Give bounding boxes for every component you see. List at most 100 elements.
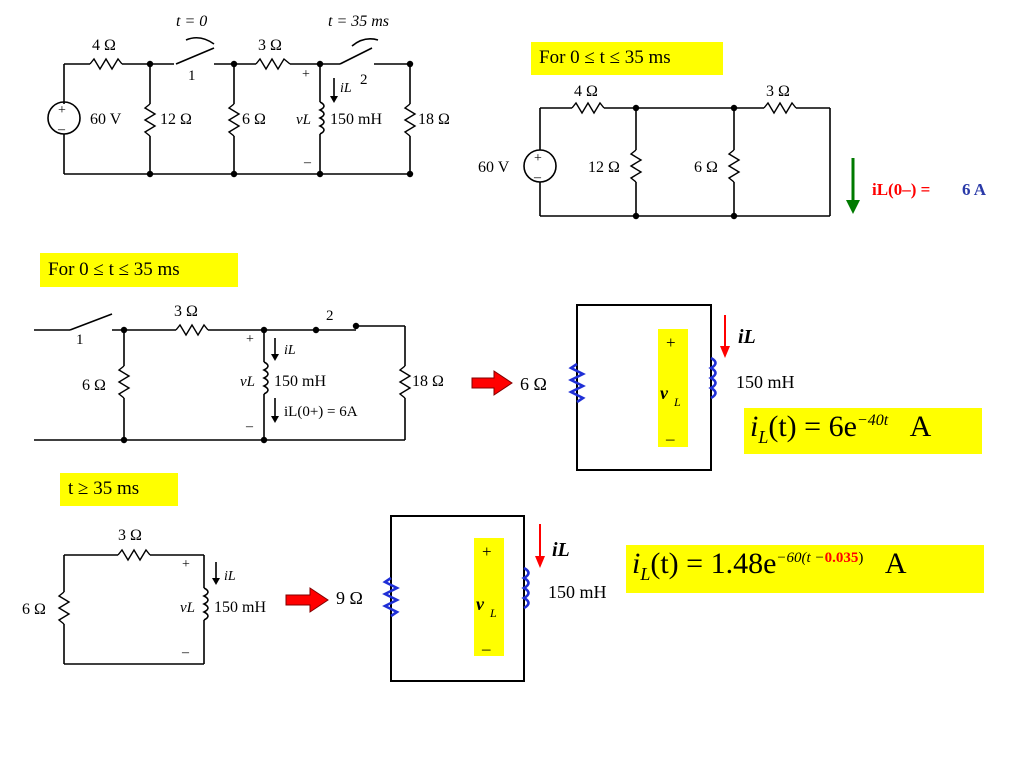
red-arrow-2 [285,587,329,613]
resistor-3-ohm-mid [175,323,209,337]
label-150mh: 150 mH [330,111,382,128]
resistor-3-ohm-dc [763,101,797,115]
resistor-6-ohm [227,103,241,137]
vl-sub-2: L [489,606,497,620]
inductor-minus-late: – [181,645,190,660]
label-18-ohm-mid: 18 Ω [412,373,444,390]
label-il-equiv-2: iL [552,539,570,561]
il-initial-label: iL(0–) = [872,180,930,199]
label-il-late: iL [224,569,236,584]
vl-v-1: v [660,383,669,403]
label-6-ohm-equiv: 6 Ω [520,374,547,394]
switch-2 [339,47,373,65]
resistor-3-ohm [255,57,291,71]
label-12-ohm-dc: 12 Ω [588,159,620,176]
label-vl: vL [296,112,311,128]
eq2-exp-post: ) [858,550,864,566]
label-switch-1-time: t = 0 [176,13,207,30]
source-plus-dc: + [534,151,542,166]
label-il-equiv-1: iL [738,326,756,348]
resistor-3-ohm-late [117,548,151,562]
label-3-ohm: 3 Ω [258,37,282,54]
red-arrow-1 [471,370,513,396]
vl-v-2: v [476,594,485,614]
equivalent-circuit-2: 9 Ω 150 mH iL + v L – [336,515,607,682]
label-il-mid: iL [284,343,296,358]
label-switch-2-time: t = 35 ms [328,13,389,30]
equation-1: iL(t) = 6e−40t A [744,408,982,454]
circuit-late: 3 Ω 6 Ω vL 150 mH iL + – [22,527,266,665]
label-60v-dc: 60 V [478,159,510,176]
eq1-i: i [750,410,759,443]
resistor-6-ohm-dc [727,149,741,183]
circuit-dc: 4 Ω 3 Ω 60 V + – 12 Ω 6 Ω iL(0–) = 6 A [478,83,987,220]
vl-highlight-1 [658,329,688,447]
green-arrow-head [846,200,860,214]
label-3-ohm-late: 3 Ω [118,527,142,544]
inductor-plus-late: + [182,557,190,572]
inductor-plus: + [302,67,310,82]
switch-1-mid [69,313,113,331]
label-9-ohm-equiv: 9 Ω [336,588,363,608]
label-range-2: For 0 ≤ t ≤ 35 ms [40,253,238,287]
inductor-150mh [318,101,325,135]
inductor-150mh-mid [262,361,269,395]
label-6-ohm-late: 6 Ω [22,601,46,618]
label-150mh-mid: 150 mH [274,373,326,390]
source-plus: + [58,103,66,118]
switch-1 [175,47,215,65]
equivalent-circuit-1: 6 Ω 150 mH iL + v L – [520,304,795,471]
label-3-ohm-dc: 3 Ω [766,83,790,100]
eq1-unit: A [909,410,932,443]
eq1-exp: −40t [856,412,889,429]
label-switch-1-num-mid: 1 [76,332,84,348]
inductor-150mh-equiv [708,356,717,400]
label-4-ohm: 4 Ω [92,37,116,54]
label-60v: 60 V [90,111,122,128]
eq2-i: i [632,547,641,580]
eq2-unit: A [884,547,907,580]
vl-highlight-2 [474,538,504,656]
circuit-mid: 3 Ω 1 2 6 Ω 18 Ω vL 150 mH iL iL(0+) = 6… [34,303,444,444]
inductor-minus-mid: – [245,419,254,434]
eq2-exp-red: 0.035 [824,550,859,566]
label-150mh-equiv-2: 150 mH [548,582,607,602]
label-il: iL [340,81,352,96]
resistor-12-ohm [143,103,157,137]
vl-plus-2: + [482,542,492,561]
inductor-plus-mid: + [246,332,254,347]
label-il-0plus: iL(0+) = 6A [284,404,358,420]
vl-sub-1: L [673,395,681,409]
resistor-18-ohm-mid [398,365,412,399]
resistor-6-ohm-equiv [568,362,586,404]
resistor-6-ohm-late [57,591,71,625]
eq2-sub: L [640,564,651,584]
resistor-9-ohm-equiv [382,576,400,618]
vl-minus-2: – [481,639,491,658]
label-12-ohm: 12 Ω [160,111,192,128]
label-switch-1-num: 1 [188,68,196,84]
resistor-12-ohm-dc [629,149,643,183]
resistor-4-ohm-dc [571,101,605,115]
label-switch-2-num-mid: 2 [326,308,334,324]
label-vl-late: vL [180,600,195,616]
eq2-exp-pre: −60(t − [776,550,825,566]
eq1-sub: L [758,427,769,447]
label-6-ohm-mid: 6 Ω [82,377,106,394]
label-6-ohm: 6 Ω [242,111,266,128]
label-3-ohm-mid: 3 Ω [174,303,198,320]
circuit-full: 4 Ω 3 Ω t = 0 t = 35 ms 1 2 + – 60 V 12 … [47,13,450,178]
resistor-6-ohm-mid [117,365,131,399]
eq2-arg: (t) = 1.48e [650,547,777,580]
vl-minus-1: – [665,429,675,448]
label-18-ohm: 18 Ω [418,111,450,128]
label-150mh-equiv: 150 mH [736,372,795,392]
source-minus: – [57,122,66,137]
eq1-arg: (t) = 6e [768,410,857,443]
resistor-4-ohm [89,57,123,71]
resistor-18-ohm [403,103,417,137]
label-range-1: For 0 ≤ t ≤ 35 ms [531,42,723,75]
vl-plus-1: + [666,333,676,352]
label-range-3: t ≥ 35 ms [60,473,178,506]
